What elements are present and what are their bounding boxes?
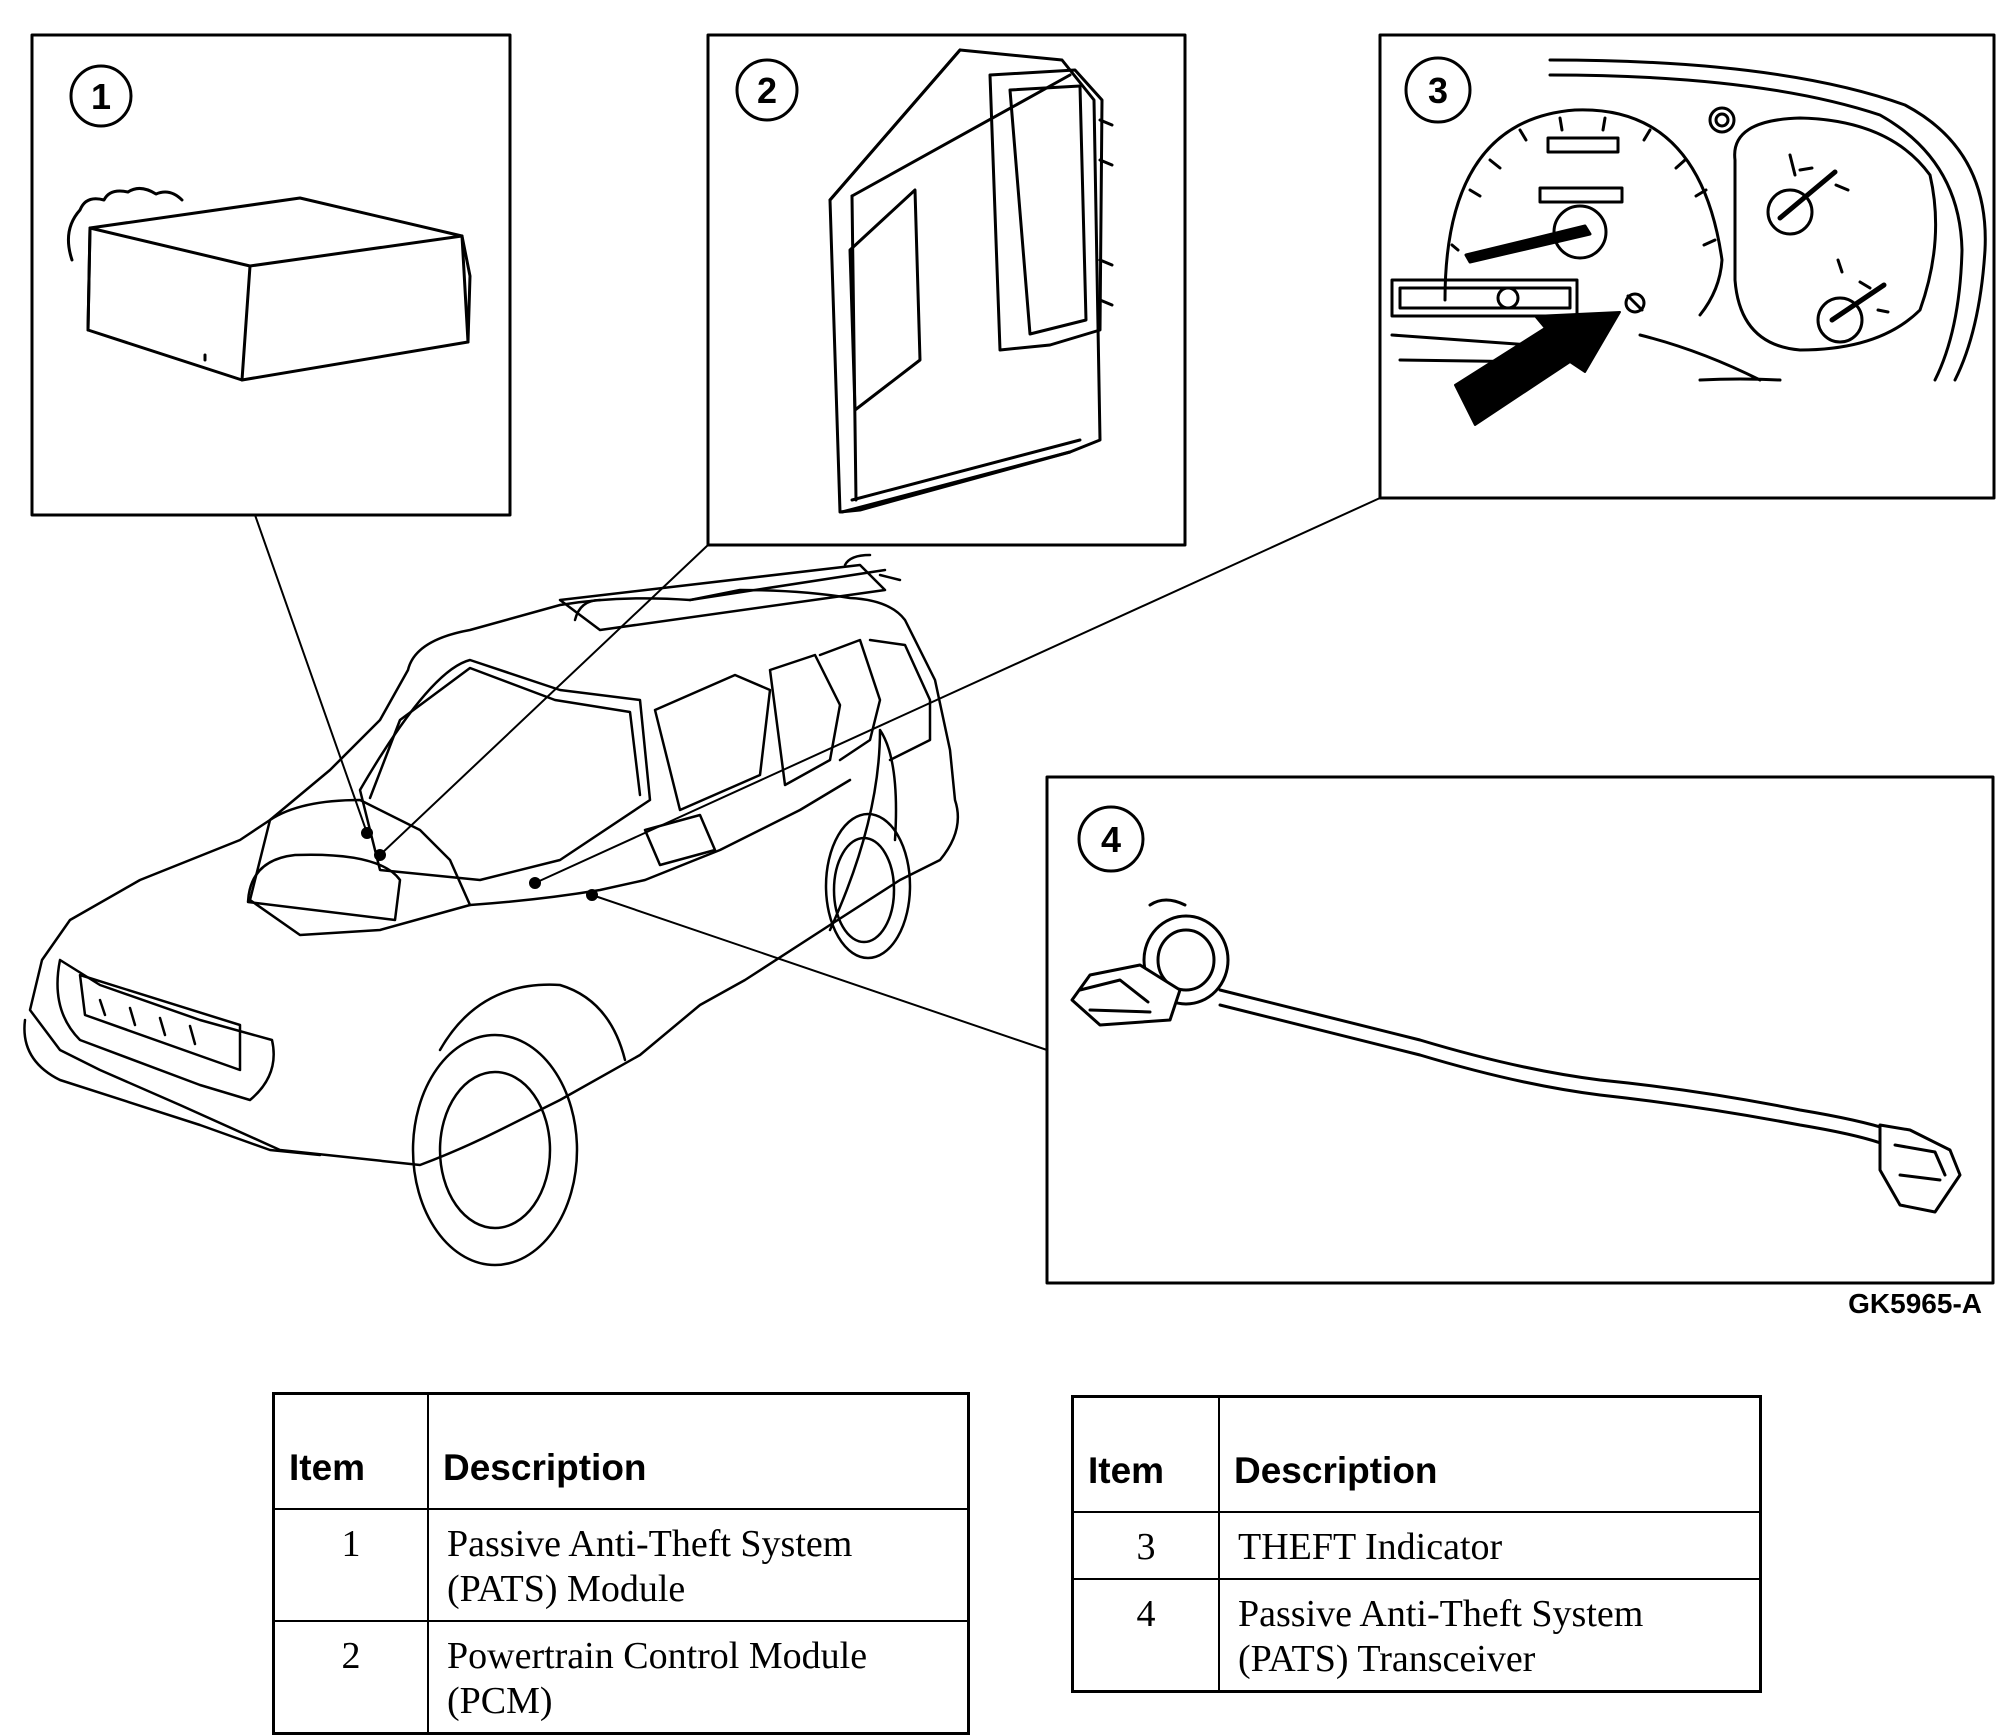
- legend-table-right: Item Description 3 THEFT Indicator 4 Pas…: [1071, 1395, 1762, 1693]
- description-line: Passive Anti-Theft System: [1238, 1593, 1644, 1635]
- callout-3-badge: 3: [1404, 56, 1472, 124]
- item-number: 3: [1071, 1511, 1220, 1580]
- description-line: (PCM): [447, 1680, 553, 1722]
- description-line: (PATS) Module: [447, 1568, 686, 1610]
- figure-code: GK5965-A: [1848, 1288, 1982, 1319]
- leader-lines: [254, 497, 1381, 1051]
- transceiver-icon: [1070, 898, 1962, 1214]
- legend-table-left: Item Description 1 Passive Anti-Theft Sy…: [272, 1392, 970, 1735]
- panel-1-pats-module: 1: [30, 33, 512, 517]
- pats-module-icon: [66, 187, 472, 382]
- item-number: 1: [272, 1508, 429, 1622]
- description-line: (PATS) Transceiver: [1238, 1638, 1536, 1680]
- panel-4-pats-transceiver: 4: [1045, 775, 1995, 1285]
- table-row: 2 Powertrain Control Module (PCM): [272, 1620, 970, 1735]
- item-number: 2: [272, 1620, 429, 1735]
- legend-header-row: Item Description: [1071, 1395, 1762, 1513]
- table-row: 3 THEFT Indicator: [1071, 1511, 1762, 1580]
- table-row: 4 Passive Anti-Theft System (PATS) Trans…: [1071, 1578, 1762, 1693]
- instrument-cluster-icon: [1390, 58, 1987, 426]
- description-line: Powertrain Control Module: [447, 1635, 868, 1677]
- callout-2-number: 2: [757, 70, 777, 111]
- item-column-header: Item: [272, 1392, 429, 1510]
- item-description: THEFT Indicator: [1218, 1511, 1762, 1580]
- item-number: 4: [1071, 1578, 1220, 1693]
- callout-4-number: 4: [1101, 819, 1121, 860]
- callout-1-number: 1: [91, 76, 111, 117]
- description-column-header: Description: [1218, 1395, 1762, 1513]
- description-column-header: Description: [427, 1392, 970, 1510]
- item-column-header: Item: [1071, 1395, 1220, 1513]
- callout-2-badge: 2: [735, 58, 799, 122]
- panel-2-pcm: 2: [706, 33, 1187, 547]
- callout-3-number: 3: [1428, 70, 1448, 111]
- legend-header-row: Item Description: [272, 1392, 970, 1510]
- callout-4-badge: 4: [1077, 805, 1145, 873]
- item-description: Powertrain Control Module (PCM): [427, 1620, 970, 1735]
- item-description: Passive Anti-Theft System (PATS) Module: [427, 1508, 970, 1622]
- callout-1-badge: 1: [69, 64, 133, 128]
- item-description: Passive Anti-Theft System (PATS) Transce…: [1218, 1578, 1762, 1693]
- panel-3-theft-indicator: 3: [1378, 33, 1996, 500]
- description-line: THEFT Indicator: [1238, 1526, 1503, 1568]
- pcm-module-icon: [828, 48, 1114, 514]
- table-row: 1 Passive Anti-Theft System (PATS) Modul…: [272, 1508, 970, 1622]
- description-line: Passive Anti-Theft System: [447, 1523, 853, 1565]
- vehicle-illustration: [23, 553, 960, 1267]
